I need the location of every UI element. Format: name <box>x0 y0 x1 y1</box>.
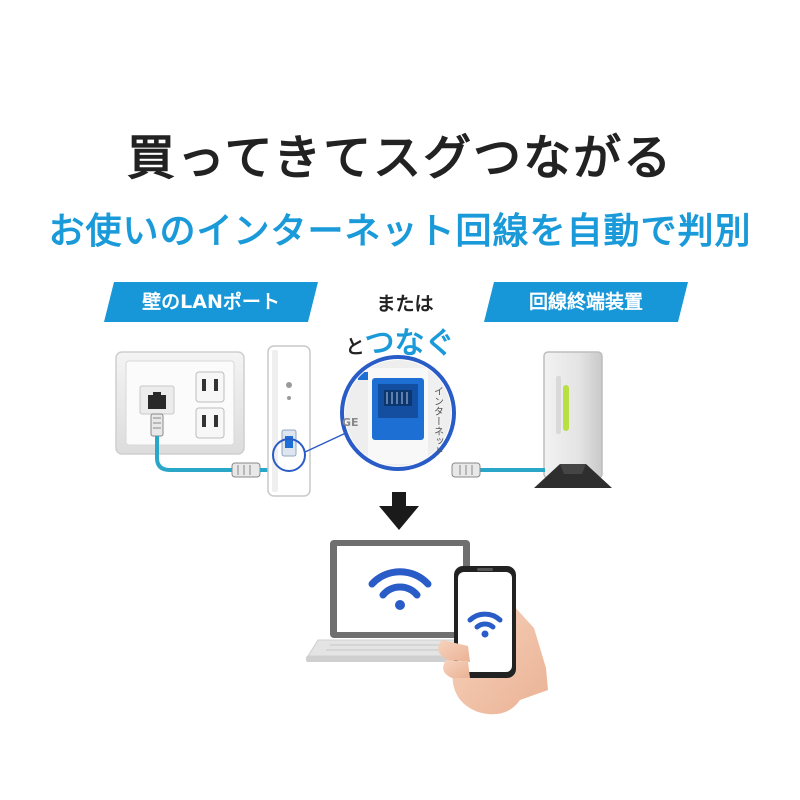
lan-cable-ont <box>451 462 545 478</box>
or-label: または <box>376 293 434 315</box>
wifi-icon <box>368 568 432 610</box>
power-outlet-icon <box>195 371 225 439</box>
ont-tag: 回線終端装置 <box>484 282 688 322</box>
product-edge-text: GE <box>342 416 359 429</box>
lan-jack-icon <box>139 385 175 415</box>
tag-background <box>484 282 688 322</box>
product-side-text: インターネット <box>432 386 444 456</box>
ont-device <box>534 351 612 488</box>
tag-background <box>104 282 318 322</box>
connect-to-label: と <box>345 336 365 358</box>
headline: 買ってきてスグつながる <box>126 130 674 186</box>
zoom-guide-line <box>304 431 349 453</box>
connect-label: とつなぐ <box>330 318 470 362</box>
subheadline: お使いのインターネット回線を自動で判別 <box>48 211 752 252</box>
wifi-icon <box>467 611 503 638</box>
ont-label: 回線終端装置 <box>528 291 643 313</box>
lan-cable-wall <box>150 413 274 478</box>
hand-with-phone <box>438 566 548 715</box>
wall-lan-port-label: 壁のLANポート <box>142 291 280 313</box>
wall-plate <box>115 351 245 455</box>
connect-verb-label: つなぐ <box>364 326 455 361</box>
router-device <box>267 345 311 497</box>
down-arrow-icon <box>379 492 419 530</box>
port-zoom <box>340 355 456 471</box>
wall-lan-port-tag: 壁のLANポート <box>104 282 318 322</box>
